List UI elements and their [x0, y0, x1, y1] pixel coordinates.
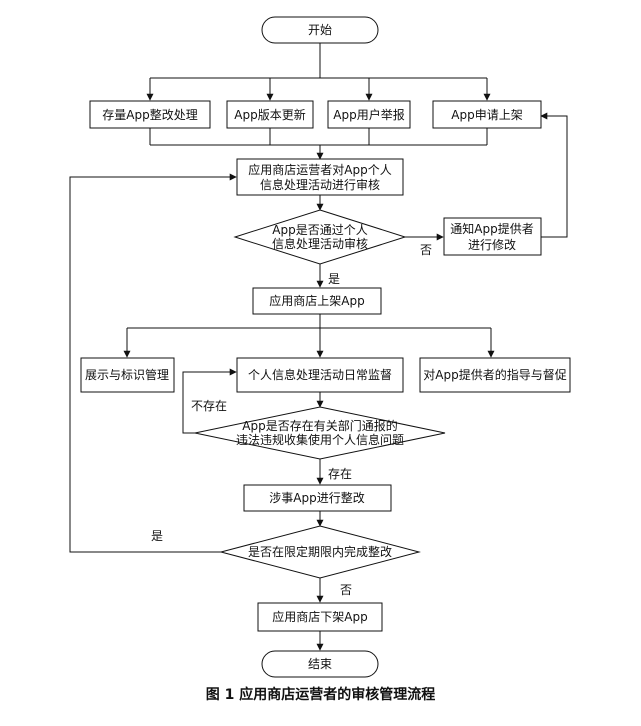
edge-decision3-yes	[69, 173, 237, 553]
edge-label-no1: 否	[420, 243, 432, 257]
decision3-diamond	[219, 525, 421, 579]
decision1-label-line2: 信息处理活动审核	[272, 236, 368, 251]
decision3-label: 是否在限定期限内完成整改	[248, 544, 392, 559]
start-label: 开始	[308, 23, 332, 37]
edge-notify-apply	[540, 112, 568, 238]
edge-label-no3: 否	[340, 583, 352, 597]
display-box	[80, 357, 175, 393]
rectify-box	[243, 484, 392, 512]
decision1-label-line1: App是否通过个人	[272, 223, 367, 237]
version-box	[226, 100, 314, 129]
apply-label: App申请上架	[451, 108, 522, 122]
report-label: App用户举报	[333, 107, 404, 122]
notify-label-line2: 进行修改	[468, 237, 516, 252]
review-label-line2: 信息处理活动进行审核	[260, 177, 380, 192]
figure-caption: 图 1 应用商店运营者的审核管理流程	[205, 687, 436, 703]
monitor-label: 个人信息处理活动日常监督	[248, 367, 392, 382]
flowchart: 开始 存量App整改处理 App版本更新 App用户举报 App申请上架 应用商…	[69, 16, 571, 678]
edge-label-not-exist: 不存在	[191, 399, 227, 413]
end-terminator	[261, 650, 379, 678]
notify-box	[443, 217, 542, 256]
delist-box	[257, 602, 383, 632]
report-box	[327, 100, 411, 129]
apply-box	[432, 100, 542, 129]
edge-label-exist: 存在	[328, 467, 352, 481]
guide-box	[419, 357, 571, 393]
end-label: 结束	[308, 657, 332, 671]
edge-label-yes1: 是	[328, 272, 340, 286]
notify-label-line1: 通知App提供者	[450, 221, 533, 236]
stock-box	[89, 100, 211, 129]
monitor-box	[236, 357, 404, 393]
listed-box	[252, 287, 382, 315]
rectify-label: 涉事App进行整改	[269, 490, 364, 505]
listed-label: 应用商店上架App	[269, 293, 364, 308]
delist-label: 应用商店下架App	[272, 609, 367, 624]
decision2-diamond	[194, 406, 446, 460]
review-label-line1: 应用商店运营者对App个人	[248, 162, 391, 177]
guide-label: 对App提供者的指导与督促	[423, 367, 566, 382]
review-box	[236, 158, 404, 196]
display-label: 展示与标识管理	[85, 367, 169, 382]
start-terminator	[261, 16, 379, 44]
edge-decision2-not-exist	[182, 368, 237, 434]
decision2-label-line1: App是否存在有关部门通报的	[242, 418, 397, 433]
edge-label-yes3: 是	[151, 529, 163, 543]
decision1-diamond	[233, 209, 407, 265]
version-label: App版本更新	[234, 107, 305, 122]
stock-label: 存量App整改处理	[102, 107, 197, 122]
decision2-label-line2: 违法违规收集使用个人信息问题	[236, 432, 404, 447]
